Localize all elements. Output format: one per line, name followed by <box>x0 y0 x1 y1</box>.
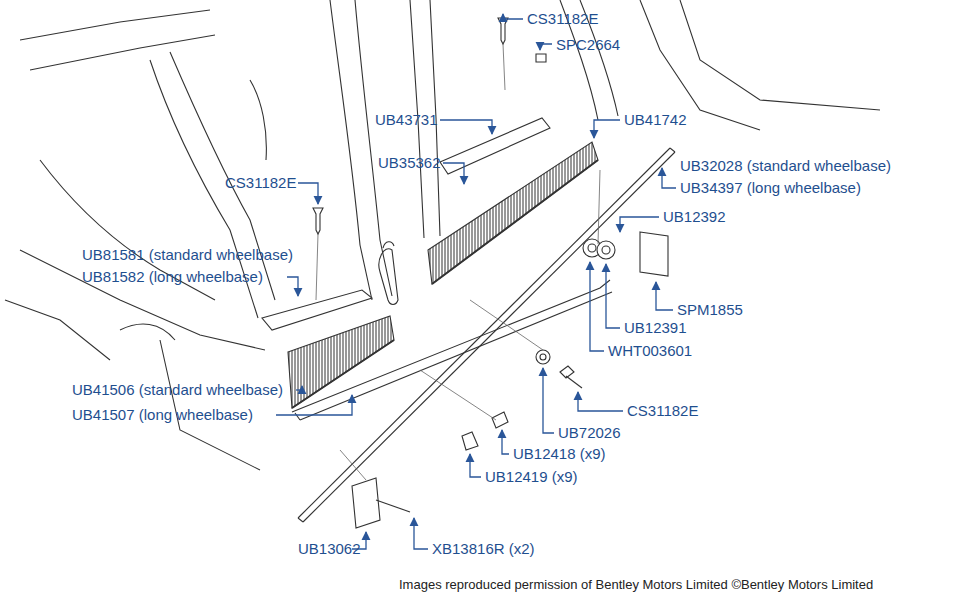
leader-lines-part <box>470 454 481 477</box>
fixings-part <box>313 208 323 234</box>
part-number: UB32028 (standard wheelbase) <box>680 157 891 174</box>
car-body-part <box>20 10 210 40</box>
part-number: CS31182E <box>527 10 598 27</box>
assembly-guides-part <box>316 234 318 300</box>
leader-lines-part <box>543 368 554 433</box>
leader-lines-part <box>502 430 509 454</box>
assembly-guides-part <box>598 170 600 244</box>
assembly-guides-part <box>503 44 505 90</box>
sill-plates-part <box>292 340 394 408</box>
fixings-part <box>498 18 508 44</box>
fixings <box>313 18 668 528</box>
part-number: CS31182E <box>627 402 698 419</box>
fixings-part <box>352 478 380 528</box>
leader-lines-part <box>540 44 552 50</box>
car-body-part <box>160 340 260 470</box>
leader-lines-part <box>606 264 620 328</box>
fixings-part <box>597 241 615 259</box>
car-body-part <box>20 250 265 350</box>
part-number: UB12392 <box>663 208 726 225</box>
car-body-part <box>379 249 398 305</box>
fixings-part <box>588 244 596 252</box>
car-body-part <box>5 300 110 360</box>
trim-strip-part <box>303 152 675 522</box>
part-number: UB41742 <box>624 111 687 128</box>
assembly-guides <box>316 44 600 480</box>
car-body-part <box>355 0 392 296</box>
sill-plates-part <box>262 290 372 330</box>
part-number: UB12391 <box>624 319 687 336</box>
car-body-part <box>640 0 760 130</box>
part-number: UB41506 (standard wheelbase) <box>72 381 283 398</box>
car-body-part <box>30 35 215 70</box>
part-number: UB81582 (long wheelbase) <box>82 268 263 285</box>
sill-plates-part <box>288 316 394 408</box>
leader-lines-part <box>298 183 318 204</box>
car-body-part <box>330 0 372 300</box>
fixings-part <box>376 500 410 512</box>
car-body <box>5 0 880 470</box>
part-number: UB72026 <box>558 424 621 441</box>
assembly-guides-part <box>420 370 496 420</box>
leader-lines-part <box>578 392 623 411</box>
fixings-part <box>602 246 610 254</box>
part-number: UB34397 (long wheelbase) <box>680 179 861 196</box>
sill-plates-part <box>428 142 598 284</box>
part-number: UB81581 (standard wheelbase) <box>82 246 293 263</box>
part-number: UB12419 (x9) <box>485 468 578 485</box>
part-number: UB41507 (long wheelbase) <box>72 406 253 423</box>
leader-lines-part <box>620 217 659 232</box>
car-body-part <box>383 242 394 248</box>
trim-strip-part <box>298 518 303 522</box>
fixings-part <box>640 232 668 276</box>
assembly-guides-part <box>470 300 543 350</box>
car-body-part <box>120 324 175 340</box>
leader-lines-part <box>440 120 492 134</box>
car-body-part <box>250 80 266 160</box>
part-number: XB13816R (x2) <box>432 540 535 557</box>
trim-strip-part <box>670 148 675 152</box>
car-body-part <box>295 413 300 420</box>
leader-lines-part <box>287 277 298 296</box>
assembly-guides-part <box>340 450 366 480</box>
part-number: SPC2664 <box>556 36 620 53</box>
fixings-part <box>566 376 582 388</box>
part-number: UB12418 (x9) <box>513 445 606 462</box>
leader-lines-part <box>656 282 673 310</box>
leader-lines <box>276 14 676 549</box>
part-number: UB35362 <box>378 154 441 171</box>
sill-plates-part <box>432 160 598 284</box>
leader-lines-part <box>590 262 604 351</box>
part-number: SPM1855 <box>677 301 743 318</box>
leader-lines-part <box>503 14 523 19</box>
fixings-part <box>536 350 550 364</box>
fixings-part <box>492 412 508 428</box>
part-number: CS31182E <box>225 174 296 191</box>
part-number: WHT003601 <box>608 342 692 359</box>
part-number: UB13062 <box>298 540 361 557</box>
copyright-caption: Images reproduced permission of Bentley … <box>399 577 873 592</box>
trim-strip <box>298 148 675 522</box>
fixings-part <box>536 54 546 62</box>
sill-plates <box>262 118 598 408</box>
part-number: UB43731 <box>375 111 438 128</box>
leader-lines-part <box>662 168 676 188</box>
leader-lines-part <box>296 389 302 390</box>
trim-strip-part <box>298 148 670 518</box>
car-body-part <box>680 0 880 110</box>
leader-lines-part <box>414 518 428 549</box>
sill-plates-part <box>440 118 550 174</box>
fixings-part <box>462 432 478 450</box>
fixings-part <box>540 354 546 360</box>
leader-lines-part <box>594 120 620 138</box>
leader-lines-part <box>443 163 464 184</box>
leader-lines-part <box>276 395 352 415</box>
